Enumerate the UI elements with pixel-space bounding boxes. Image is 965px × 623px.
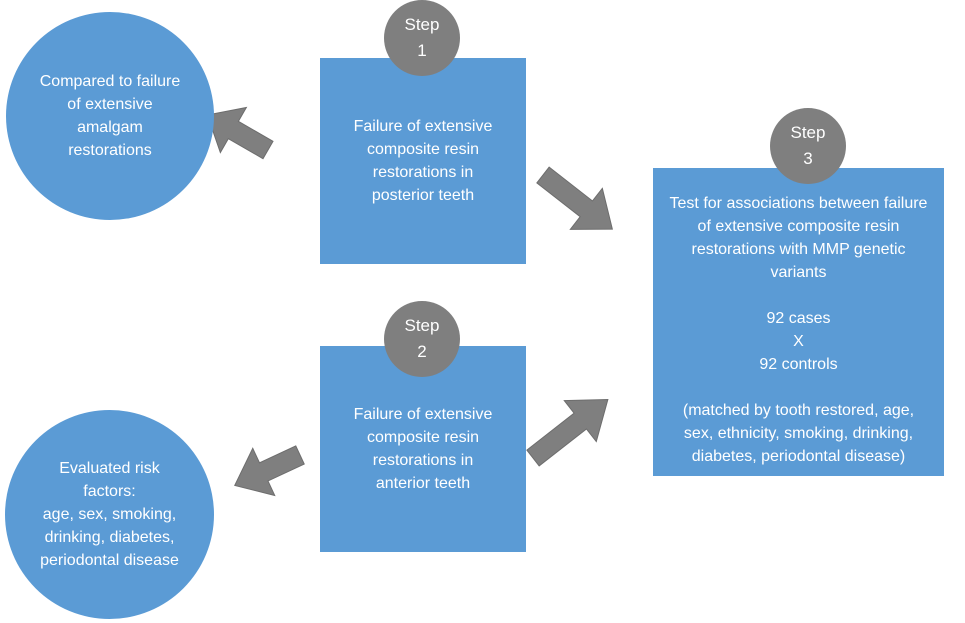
arrow-to-risk-factors bbox=[234, 445, 305, 497]
step1-text: Failure of extensive composite resin res… bbox=[353, 118, 493, 204]
step1-badge: Step 1 bbox=[384, 0, 460, 76]
step3-number: 3 bbox=[803, 149, 813, 168]
comparison-text: Compared to failure of extensive amalgam… bbox=[39, 73, 181, 159]
risk-factors-text: Evaluated risk factors: age, sex, smokin… bbox=[40, 460, 179, 569]
step1-box: Failure of extensive composite resin res… bbox=[320, 58, 526, 264]
step3-badge: Step 3 bbox=[770, 108, 846, 184]
risk-factors-circle: Evaluated risk factors: age, sex, smokin… bbox=[5, 410, 214, 619]
arrow-step1-to-step3 bbox=[536, 166, 613, 230]
arrow-step2-to-step3 bbox=[526, 398, 609, 467]
step2-number: 2 bbox=[417, 342, 427, 361]
step2-badge: Step 2 bbox=[384, 301, 460, 377]
comparison-circle: Compared to failure of extensive amalgam… bbox=[6, 12, 214, 220]
step3-label: Step bbox=[790, 123, 826, 142]
step2-label: Step bbox=[404, 316, 440, 335]
step3-text: Test for associations between failure of… bbox=[669, 195, 928, 465]
step3-box: Test for associations between failure of… bbox=[653, 168, 944, 476]
step2-text: Failure of extensive composite resin res… bbox=[353, 406, 493, 492]
step2-box: Failure of extensive composite resin res… bbox=[320, 346, 526, 552]
arrow-to-comparison bbox=[206, 106, 274, 160]
step1-number: 1 bbox=[417, 41, 427, 60]
step1-label: Step bbox=[404, 15, 440, 34]
